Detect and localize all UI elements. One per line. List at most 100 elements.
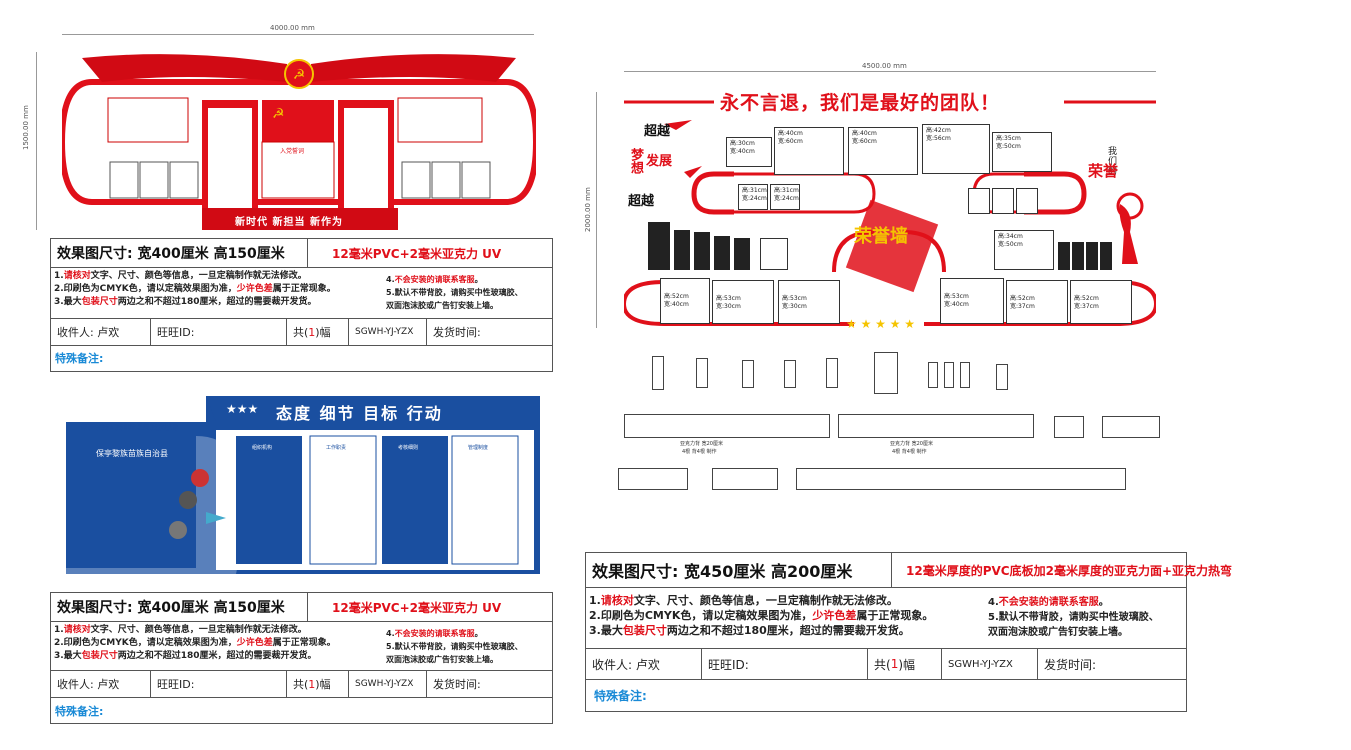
honor-center: 荣誉墙 <box>854 226 908 247</box>
shelf-label-2: 4根 背4根 制作 <box>682 449 717 455</box>
wangwang-cell: 旺旺ID: <box>151 319 287 345</box>
org-name: 保亭黎族苗族自治县民族旅游局 <box>80 423 178 431</box>
spec-table-board-2: 效果图尺寸: 宽400厘米 高150厘米 12毫米PVC+2毫米亚克力 UV 1… <box>50 592 553 724</box>
blue-board-preview: ★★★ 态度 细节 目标 行动 保亭黎族苗族自治县民族旅游局 保亭黎族苗族自治县… <box>66 396 540 574</box>
book-bar <box>734 238 750 270</box>
count-cell: 共(1)幅 <box>868 649 942 679</box>
section-1: 组织机构 <box>252 445 273 451</box>
shelf-bottom-long <box>796 468 1126 490</box>
component-part <box>784 360 796 388</box>
component-part <box>996 364 1008 390</box>
book-bar <box>648 222 670 270</box>
book-bar <box>714 236 730 270</box>
svg-text:☭: ☭ <box>293 67 306 83</box>
spec-notes-right: 4.不会安装的请联系客服。 5.默认不带背胶，请购买中性玻璃胶、 双面泡沫胶或广… <box>386 629 523 664</box>
right-text-2: 们 <box>1108 157 1118 167</box>
spec-material: 12毫米厚度的PVC底板加2毫米厚度的亚克力面+亚克力热弯 <box>906 563 1232 578</box>
remark-label: 特殊备注: <box>55 705 104 718</box>
wangwang-cell: 旺旺ID: <box>702 649 868 679</box>
board-slogan: 新时代 新担当 新作为 <box>235 217 343 228</box>
book-bar <box>1086 242 1098 270</box>
component-part <box>960 362 970 388</box>
org-small: 保亭黎族苗族自治县 <box>96 449 168 458</box>
height-dimension-line <box>36 52 37 230</box>
book-bar <box>1072 242 1084 270</box>
heading-stars: ★★★ <box>226 402 259 416</box>
slogan-2: 发展 <box>646 154 673 169</box>
code-cell: SGWH-YJ-YZX <box>349 671 427 697</box>
width-dimension-line <box>624 71 1156 72</box>
count-cell: 共(1)幅 <box>287 319 349 345</box>
spec-notes-left: 1.请核对文字、尺寸、颜色等信息，一旦定稿制作就无法修改。 2.印刷色为CMYK… <box>54 271 336 307</box>
blue-board-heading: 态度 细节 目标 行动 <box>276 404 443 423</box>
spec-notes-right: 4.不会安装的请联系客服。 5.默认不带背胶，请购买中性玻璃胶、 双面泡沫胶或广… <box>988 597 1159 638</box>
shelf-bottom <box>712 468 778 490</box>
shelf-label-3: 亚克力背 宽20厘米 <box>890 441 933 447</box>
recipient-cell: 收件人: 卢欢 <box>51 671 151 697</box>
height-dimension-label: 1500.00 mm <box>22 105 30 150</box>
honor-wall-preview: ★ ★ ★ ★ ★ 永不言退，我们是最好的团队！ 超越 发展 梦想 超越 我 们… <box>624 92 1156 328</box>
spec-table-board-1: 效果图尺寸: 宽400厘米 高150厘米 12毫米PVC+2毫米亚克力 UV 1… <box>50 238 553 372</box>
code-cell: SGWH-YJ-YZX <box>942 649 1038 679</box>
oath-heading: 入党誓词 <box>280 148 305 155</box>
book-frame <box>760 238 788 270</box>
spec-notes-left: 1.请核对文字、尺寸、颜色等信息，一旦定稿制作就无法修改。 2.印刷色为CMYK… <box>589 594 934 637</box>
wangwang-cell: 旺旺ID: <box>151 671 287 697</box>
component-part <box>696 358 708 388</box>
shelf-label-1: 亚克力背 宽20厘米 <box>680 441 723 447</box>
shelf-label-4: 4根 背4根 制作 <box>892 449 927 455</box>
slogan-4: 超越 <box>628 194 655 209</box>
component-part <box>874 352 898 394</box>
ship-time-cell: 发货时间: <box>433 326 481 339</box>
code-cell: SGWH-YJ-YZX <box>349 319 427 345</box>
shelf-middle <box>838 414 1034 438</box>
right-text-1: 我 <box>1108 147 1118 157</box>
ship-time-cell: 发货时间: <box>1044 657 1097 672</box>
shelf-bottom <box>618 468 688 490</box>
width-dimension-label: 4000.00 mm <box>270 24 315 32</box>
shelf-small <box>1054 416 1084 438</box>
svg-text:☭: ☭ <box>272 106 285 122</box>
count-cell: 共(1)幅 <box>287 671 349 697</box>
spec-notes-right: 4.不会安装的请联系客服。 5.默认不带背胶，请购买中性玻璃胶、 双面泡沫胶或广… <box>386 275 523 310</box>
frame-mid-blank-2 <box>992 188 1014 214</box>
party-board-preview: ☭ ☭ 新时代 新担当 新作为 入党誓词 <box>58 52 540 230</box>
spec-title: 效果图尺寸: 宽450厘米 高200厘米 <box>586 553 892 587</box>
component-part <box>742 360 754 388</box>
frame-mid-blank-3 <box>1016 188 1038 214</box>
component-part <box>928 362 938 388</box>
book-bar <box>1058 242 1070 270</box>
honor-wall-heading: 永不言退，我们是最好的团队！ <box>720 92 1001 114</box>
section-2: 工作职责 <box>326 445 347 451</box>
recipient-cell: 收件人: 卢欢 <box>51 319 151 345</box>
ship-time-cell: 发货时间: <box>433 678 481 691</box>
remark-label: 特殊备注: <box>594 689 647 703</box>
width-dimension-label: 4500.00 mm <box>862 62 907 70</box>
slogan-3: 梦想 <box>628 148 643 174</box>
book-bar <box>674 230 690 270</box>
shelf-left <box>624 414 830 438</box>
book-bar <box>694 232 710 270</box>
spec-title: 效果图尺寸: 宽400厘米 高150厘米 <box>51 239 308 267</box>
right-text-3: 的 <box>1108 167 1118 177</box>
component-part <box>826 358 838 388</box>
right-text-4: 荣誉 <box>1088 162 1119 180</box>
remark-label: 特殊备注: <box>55 352 104 365</box>
component-drawings: 亚克力背 宽20厘米 4根 背4根 制作 亚克力背 宽20厘米 4根 背4根 制… <box>618 350 1160 520</box>
component-part <box>652 356 664 390</box>
spec-title: 效果图尺寸: 宽400厘米 高150厘米 <box>51 593 308 621</box>
shelf-small <box>1102 416 1160 438</box>
section-4: 管理制度 <box>468 445 489 451</box>
recipient-cell: 收件人: 卢欢 <box>586 649 702 679</box>
